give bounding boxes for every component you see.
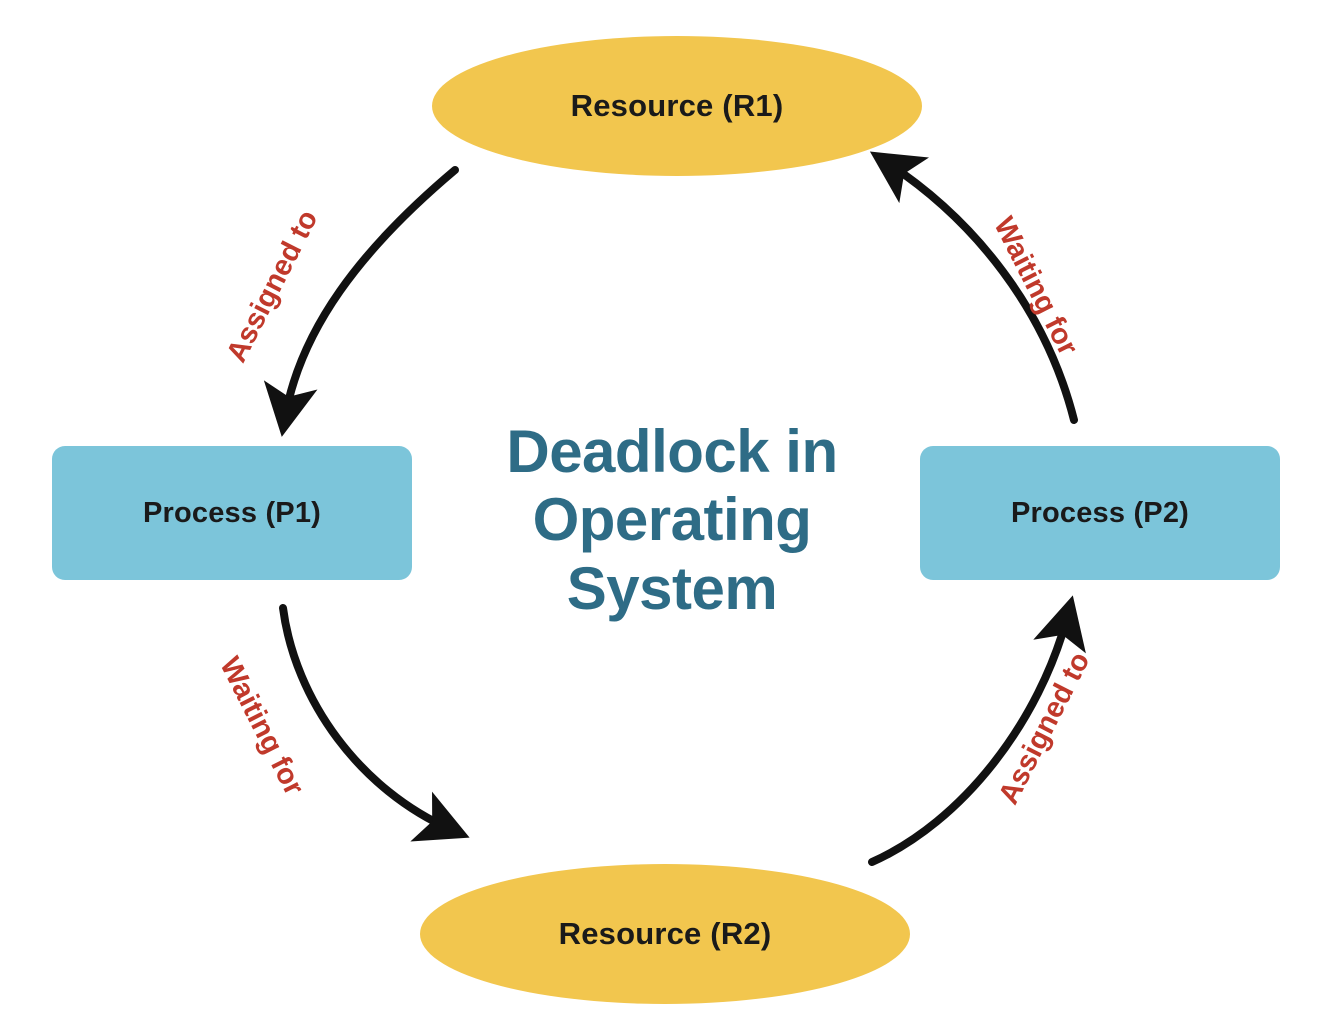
edge-p2-to-r1 xyxy=(869,151,1078,424)
node-resource-r1-label: Resource (R1) xyxy=(570,88,784,123)
node-resource-r2-label: Resource (R2) xyxy=(558,916,772,951)
edge-r2-to-p2 xyxy=(868,595,1086,866)
node-process-p1-label: Process (P1) xyxy=(142,496,322,529)
diagram-title: Deadlock in Operating System xyxy=(506,418,838,622)
node-resource-r2[interactable]: Resource (R2) xyxy=(420,864,910,1004)
node-process-p1[interactable]: Process (P1) xyxy=(52,446,412,580)
edge-p1-to-r2 xyxy=(279,604,470,842)
node-process-p2-label: Process (P2) xyxy=(1010,496,1190,529)
edge-r1-to-p1 xyxy=(263,166,459,437)
node-resource-r1[interactable]: Resource (R1) xyxy=(432,36,922,176)
node-process-p2[interactable]: Process (P2) xyxy=(920,446,1280,580)
